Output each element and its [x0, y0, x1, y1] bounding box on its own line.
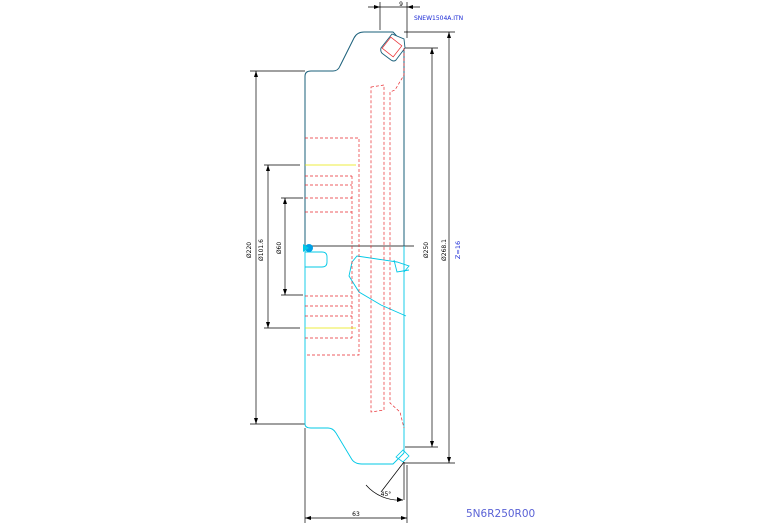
bottom-insert-outline: [395, 449, 410, 463]
arrow-60-top: [283, 198, 287, 204]
body-outline-upper: [304, 31, 405, 246]
arrow-63-left: [305, 516, 311, 520]
drawing-number: 5N6R250R00: [466, 508, 535, 520]
body-outline-lower: [304, 246, 405, 465]
dim-text-250: Ø250: [423, 242, 430, 258]
dimension-arrows: [254, 5, 451, 520]
dim-text-60: Ø60: [276, 242, 283, 255]
dim-text-45: 45°: [381, 491, 392, 498]
cutter-body-upper: [304, 31, 405, 246]
angle-slope-line: [380, 461, 405, 493]
arrow-9-right: [407, 5, 413, 9]
dim-text-268: Ø268.1: [441, 239, 448, 261]
bottom-insert: [395, 449, 410, 463]
lower-pocket-top: [351, 255, 410, 273]
arrow-60-bottom: [283, 289, 287, 295]
keyway-profile: [305, 251, 328, 268]
arrow-101-bottom: [266, 322, 270, 328]
arrow-101-top: [266, 165, 270, 171]
arrow-angle-end: [397, 497, 403, 502]
center-arrow: [303, 244, 309, 252]
arrow-250-top: [430, 48, 434, 54]
hidden-outer-profile: [389, 48, 405, 429]
pitch-centerlines: [305, 164, 356, 329]
hidden-flange: [370, 84, 385, 413]
insert-outline: [380, 33, 406, 62]
arrow-268-bottom: [447, 457, 451, 463]
arrow-220-bottom: [254, 418, 258, 424]
arrow-250-bottom: [430, 441, 434, 447]
arrow-9-left: [374, 5, 380, 9]
hidden-bore-outer: [305, 137, 360, 356]
dim-text-9: 9: [399, 1, 403, 8]
dim-text-101: Ø101.6: [258, 239, 265, 261]
part-label: SNEW1504A.ITN: [414, 15, 463, 22]
dim-text-220: Ø220: [246, 242, 253, 258]
dimension-lines: [250, 2, 455, 523]
arrow-63-right: [401, 516, 407, 520]
arrow-220-top: [254, 71, 258, 77]
teeth-count-label: Z=16: [454, 241, 462, 259]
dim-text-63: 63: [352, 511, 360, 518]
center-marker: [303, 244, 313, 252]
top-insert: [380, 33, 406, 62]
hidden-lines: [305, 48, 405, 429]
arrow-268-top: [447, 32, 451, 38]
insert-hidden-edge: [381, 36, 403, 58]
lower-insert-seat: [393, 259, 410, 273]
lower-pocket-bottom: [348, 261, 407, 317]
